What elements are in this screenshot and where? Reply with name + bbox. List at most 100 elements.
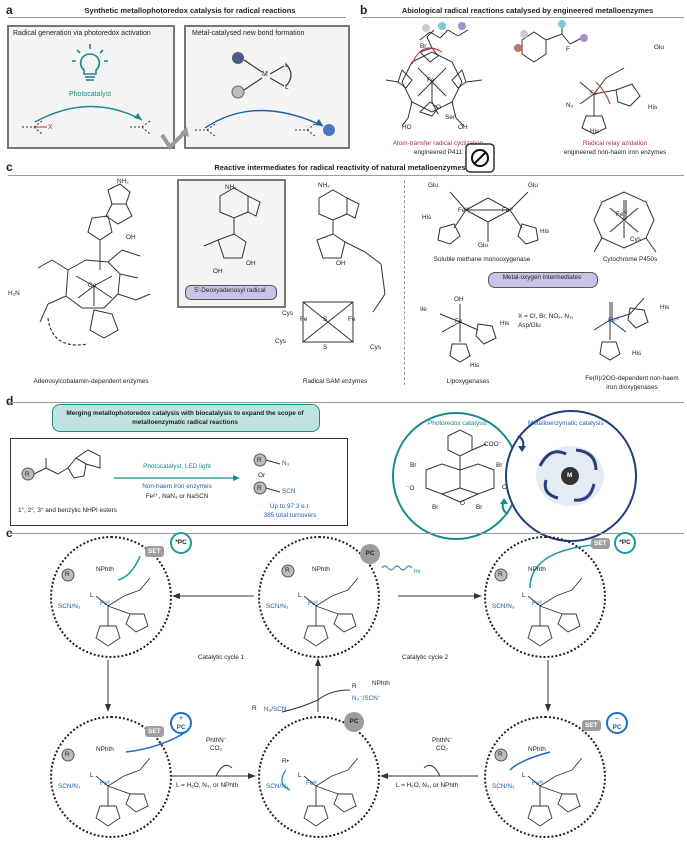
panel-d-conditions-reagents: Fe²⁺, NaN₃ or NaSCN	[145, 493, 209, 500]
panel-d-product-r-1: R	[257, 457, 262, 464]
tc-fe: Feᴵᴵ	[308, 600, 318, 607]
panel-c-adocbl-nh2: NH₂	[117, 178, 129, 185]
panel-c-smmo-caption: Soluble methane monooxygenase	[433, 256, 531, 263]
panel-d-eosin-o-minus: ⁻O	[406, 485, 415, 492]
tl-scn: SCN/N₃	[58, 603, 81, 610]
mid-reagent-r: R	[352, 683, 357, 690]
panel-c-radical-oh-1: OH	[213, 268, 223, 275]
panel-b-ho-label: HO	[402, 124, 412, 131]
mid-reagent-nphth: NPhth	[372, 680, 390, 687]
panel-c-radical-label: 5′-Deoxyadenosyl radical	[194, 287, 266, 294]
bl-set-label: SET	[145, 726, 164, 737]
bl-pc-plus: + PC	[170, 712, 192, 734]
panel-b-br-label: Br	[420, 43, 427, 50]
bc-fe: Feᴵᴵᴵ	[306, 780, 317, 787]
panel-d-yield-2: 385 total turnovers	[263, 512, 317, 519]
panel-c-fe2og-caption: Fe(II)/2OG-dependent non-haem iron dioxy…	[585, 375, 679, 391]
tr-r: R	[498, 571, 503, 578]
panel-c-sam-structure	[302, 189, 386, 343]
tc-pc: PC	[360, 544, 380, 564]
tr-l: L	[522, 592, 526, 599]
mid-product-out: N₃/SCN	[264, 706, 287, 713]
bl-nphth: NPhth	[96, 746, 114, 753]
panel-a-photoredox-arrow	[34, 105, 143, 123]
tc-scn: SCN/N₃	[266, 603, 289, 610]
tr-nphth: NPhth	[528, 566, 546, 573]
panel-d-reaction-arrow	[114, 475, 240, 481]
panel-d-product-scn: SCN	[282, 488, 296, 495]
panel-c-sam-fe-1: Fe	[300, 316, 308, 323]
br-pc-minus: – PC	[606, 712, 628, 734]
mid-reagent-in: N₃⁻/SCN⁻	[352, 695, 382, 702]
right-co2: CO₂	[436, 745, 449, 752]
cycle1-label: Catalytic cycle 1	[198, 654, 245, 661]
panel-c-lox-his-1: His	[500, 320, 510, 327]
br-set-label: SET	[582, 720, 601, 731]
panel-d-eosin-structure	[425, 429, 495, 503]
panel-a-letter: a	[6, 3, 13, 17]
panel-c-co-label: Co	[88, 282, 97, 289]
panel-c-sam-cys-2: Cys	[275, 338, 287, 345]
panel-d-enzyme-graphic	[536, 446, 604, 506]
panel-e-divider	[8, 533, 684, 534]
panel-c-smmo-fe-1: Feᴵⱽ	[458, 207, 470, 214]
panel-a-right-box	[184, 25, 350, 149]
tl-l: L	[90, 592, 94, 599]
panel-d-yield-1: Up to 97:3 e.r.	[269, 503, 311, 510]
tr-fe: Feᴵᴵ	[532, 600, 542, 607]
panel-d-eosin-br-3: Br	[432, 504, 439, 511]
bl-pc-text: PC	[176, 724, 186, 731]
panel-b-letter: b	[360, 3, 368, 17]
mid-product-r: R	[252, 705, 257, 712]
panel-d-cycle-arrows	[500, 435, 526, 515]
tl-fe: Feᴵᴵ	[100, 600, 110, 607]
panel-a-x-label: X	[48, 124, 53, 131]
panel-c-radical-label-pill	[185, 285, 277, 300]
panel-c-smmo-glu-3: Glu	[478, 242, 488, 249]
tl-pc-excited: *PC	[170, 532, 192, 554]
bc-r-radical: R•	[282, 758, 289, 765]
panel-c-p450-cys: Cys	[630, 236, 642, 243]
panel-d-nhpi-ester	[21, 449, 101, 481]
panel-c-fe2og-structure	[593, 297, 649, 361]
panel-b-f-label: F	[566, 46, 570, 53]
br-nphth: NPhth	[528, 746, 546, 753]
panel-d-divider	[8, 402, 684, 403]
panel-b-n3-label: N₃	[566, 102, 574, 109]
panel-b-his-label-2: His	[648, 104, 658, 111]
panel-c-p450-caption: Cytochrome P450s	[602, 256, 658, 263]
panel-c-sam-fe-2: Fe	[348, 316, 356, 323]
panel-c-sam-s-2: S	[323, 344, 328, 351]
left-ligand-exchange: L = H₂O, N₃, or NPhth	[176, 782, 239, 789]
cycle-node-bottom-center	[258, 716, 380, 838]
bl-fe: Feᴵᴵ	[100, 780, 110, 787]
panel-d-photoredox-circle	[392, 412, 520, 540]
panel-a-metal-complex	[231, 52, 292, 99]
panel-c-sam-oh: OH	[336, 260, 346, 267]
panel-a-ligand-label-2: L	[285, 84, 289, 91]
panel-c-p450-fe: Feᴵⱽ	[616, 211, 628, 218]
panel-d-product-n3: N₃	[282, 460, 290, 467]
panel-b-left-caption-red: Atom-transfer radical cyclization	[392, 140, 484, 147]
tl-set-label: SET	[145, 546, 164, 557]
panel-d-substrate-r: R	[25, 471, 30, 478]
panel-b-ser-label: Ser	[445, 114, 455, 121]
tr-pc-excited: *PC	[614, 532, 636, 554]
panel-c-metal-oxygen-label: Metal-oxygen intermediates	[502, 274, 582, 281]
tr-set-label: SET	[591, 538, 610, 549]
panel-d-eosin-br-2: Br	[496, 462, 503, 469]
tc-l: L	[298, 592, 302, 599]
panel-d-eosin-o-1: O	[460, 500, 465, 507]
cycle2-label: Catalytic cycle 2	[402, 654, 449, 661]
panel-c-sam-s-1: S	[323, 316, 328, 323]
panel-c-title: Reactive intermediates for radical react…	[214, 163, 466, 172]
panel-a-left-box-title: Radical generation via photoredox activa…	[13, 30, 151, 37]
br-minus-sign: –	[615, 715, 619, 722]
panel-b-right-caption-red: Radical relay azidation	[582, 140, 648, 147]
br-scn: SCN/N₃	[492, 783, 515, 790]
panel-d-eosin-o-2: O	[502, 484, 507, 491]
cycle-node-bottom-right	[484, 716, 606, 838]
panel-a-transfer-arrow	[160, 127, 189, 151]
panel-b-fe3-label: Fe	[590, 90, 598, 97]
panel-c-deoxyadenosyl-structure	[203, 187, 261, 259]
